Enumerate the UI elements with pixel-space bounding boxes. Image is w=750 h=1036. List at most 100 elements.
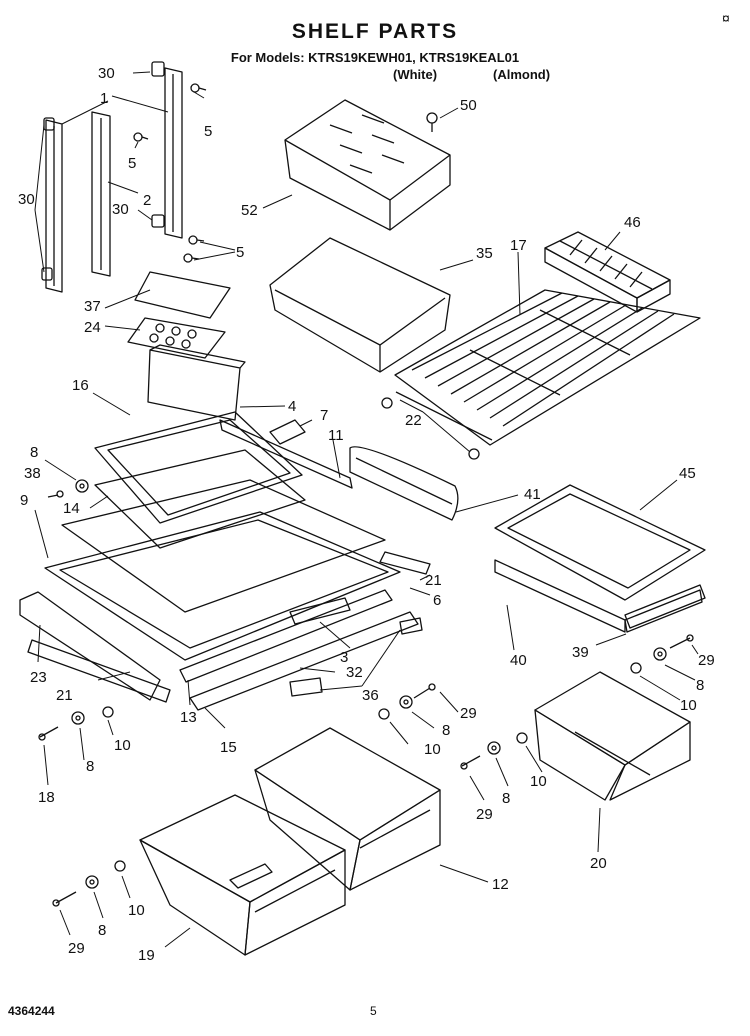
crisper-frame bbox=[44, 511, 401, 661]
callout-23: 23 bbox=[30, 669, 47, 686]
page-title: SHELF PARTS bbox=[291, 20, 459, 43]
dairy-door bbox=[134, 271, 231, 319]
crisper-rail-left bbox=[19, 591, 161, 701]
glass-shelf-large bbox=[61, 479, 386, 613]
callout-30a: 30 bbox=[98, 65, 115, 82]
callout-45: 45 bbox=[679, 465, 696, 482]
shelf-support-3 bbox=[289, 597, 351, 625]
front-trim-32 bbox=[179, 589, 393, 683]
callout-8f: 8 bbox=[98, 922, 106, 939]
lid-screw bbox=[426, 112, 438, 132]
color-white: (White) bbox=[393, 67, 438, 82]
shelf-rail-39 bbox=[624, 589, 703, 633]
clip-36 bbox=[289, 677, 323, 697]
callout-29b: 29 bbox=[460, 705, 477, 722]
callout-15: 15 bbox=[220, 739, 237, 756]
drawer-20 bbox=[534, 671, 691, 801]
callout-32: 32 bbox=[346, 664, 363, 681]
callout-5b: 5 bbox=[128, 155, 136, 172]
hardware-stacks bbox=[38, 479, 694, 907]
egg-cups bbox=[149, 323, 197, 349]
callout-8a: 8 bbox=[30, 444, 38, 461]
crisper-lid bbox=[284, 99, 451, 231]
document-number: 4364244 bbox=[8, 1004, 55, 1018]
shelf-frame-middle bbox=[94, 449, 306, 549]
callout-41: 41 bbox=[524, 486, 541, 503]
callout-5a: 5 bbox=[204, 123, 212, 140]
side-trim-21 bbox=[27, 639, 171, 703]
callout-21b: 21 bbox=[56, 687, 73, 704]
right-rail bbox=[164, 67, 183, 239]
wire-shelf bbox=[394, 289, 701, 446]
leader-lines bbox=[34, 71, 699, 948]
clip-36b bbox=[399, 617, 423, 635]
callout-24: 24 bbox=[84, 319, 101, 336]
callout-21a: 21 bbox=[425, 572, 442, 589]
wire-shelf-clips bbox=[381, 397, 480, 460]
callout-10b: 10 bbox=[680, 697, 697, 714]
callout-16: 16 bbox=[72, 377, 89, 394]
callout-30c: 30 bbox=[18, 191, 35, 208]
callout-52: 52 bbox=[241, 202, 258, 219]
callout-17: 17 bbox=[510, 237, 527, 254]
callout-30b: 30 bbox=[112, 201, 129, 218]
rail-cap-top-right bbox=[151, 61, 165, 77]
callout-38: 38 bbox=[24, 465, 41, 482]
rail-cap-bottom-left bbox=[41, 267, 53, 281]
ice-cells bbox=[559, 239, 653, 290]
crisper-frame-inner bbox=[59, 519, 389, 649]
callout-13: 13 bbox=[180, 709, 197, 726]
callout-8b: 8 bbox=[86, 758, 94, 775]
color-almond: (Almond) bbox=[493, 67, 551, 82]
rail-screws bbox=[133, 83, 207, 263]
left-rail-front bbox=[45, 119, 63, 293]
callout-29c: 29 bbox=[476, 806, 493, 823]
glass-shelf-upper-inner bbox=[107, 419, 291, 516]
callout-29a: 29 bbox=[698, 652, 715, 669]
callout-18: 18 bbox=[38, 789, 55, 806]
callout-8c: 8 bbox=[696, 677, 704, 694]
shelf-rail-40 bbox=[494, 559, 626, 633]
callout-29d: 29 bbox=[68, 940, 85, 957]
callout-2: 2 bbox=[143, 192, 151, 209]
callout-37: 37 bbox=[84, 298, 101, 315]
shelf-edge-11 bbox=[219, 419, 353, 489]
glass-shelf-upper bbox=[94, 411, 303, 524]
callout-4: 4 bbox=[288, 398, 296, 415]
drawer-12 bbox=[254, 727, 441, 891]
callout-10c: 10 bbox=[424, 741, 441, 758]
callout-12: 12 bbox=[492, 876, 509, 893]
callout-50: 50 bbox=[460, 97, 477, 114]
callout-8d: 8 bbox=[442, 722, 450, 739]
page-number: 5 bbox=[370, 1004, 377, 1018]
model-list: For Models: KTRS19KEWH01, KTRS19KEAL01 bbox=[230, 50, 520, 65]
dairy-bin-top bbox=[149, 344, 246, 369]
rail-cap-mid bbox=[151, 214, 165, 228]
callout-40: 40 bbox=[510, 652, 527, 669]
callout-6: 6 bbox=[433, 592, 441, 609]
egg-tray bbox=[127, 317, 226, 359]
callout-10e: 10 bbox=[128, 902, 145, 919]
callout-35: 35 bbox=[476, 245, 493, 262]
glass-shelf-right bbox=[494, 484, 706, 601]
callout-22: 22 bbox=[405, 412, 422, 429]
callout-5c: 5 bbox=[236, 244, 244, 261]
callout-20: 20 bbox=[590, 855, 607, 872]
front-trim-15 bbox=[189, 611, 419, 711]
rail-cap-top-left bbox=[43, 117, 55, 131]
callout-19: 19 bbox=[138, 947, 155, 964]
callout-10d: 10 bbox=[530, 773, 547, 790]
callout-36: 36 bbox=[362, 687, 379, 704]
callout-46: 46 bbox=[624, 214, 641, 231]
side-trim-21b bbox=[379, 551, 431, 575]
callout-7: 7 bbox=[320, 407, 328, 424]
left-rail-rear bbox=[91, 111, 111, 277]
callout-11: 11 bbox=[328, 427, 344, 444]
callout-9: 9 bbox=[20, 492, 28, 509]
callout-3: 3 bbox=[340, 649, 348, 666]
clip-7 bbox=[269, 419, 306, 445]
callout-8e: 8 bbox=[502, 790, 510, 807]
callout-1: 1 bbox=[100, 90, 108, 107]
crisper-bin-35 bbox=[269, 237, 451, 373]
